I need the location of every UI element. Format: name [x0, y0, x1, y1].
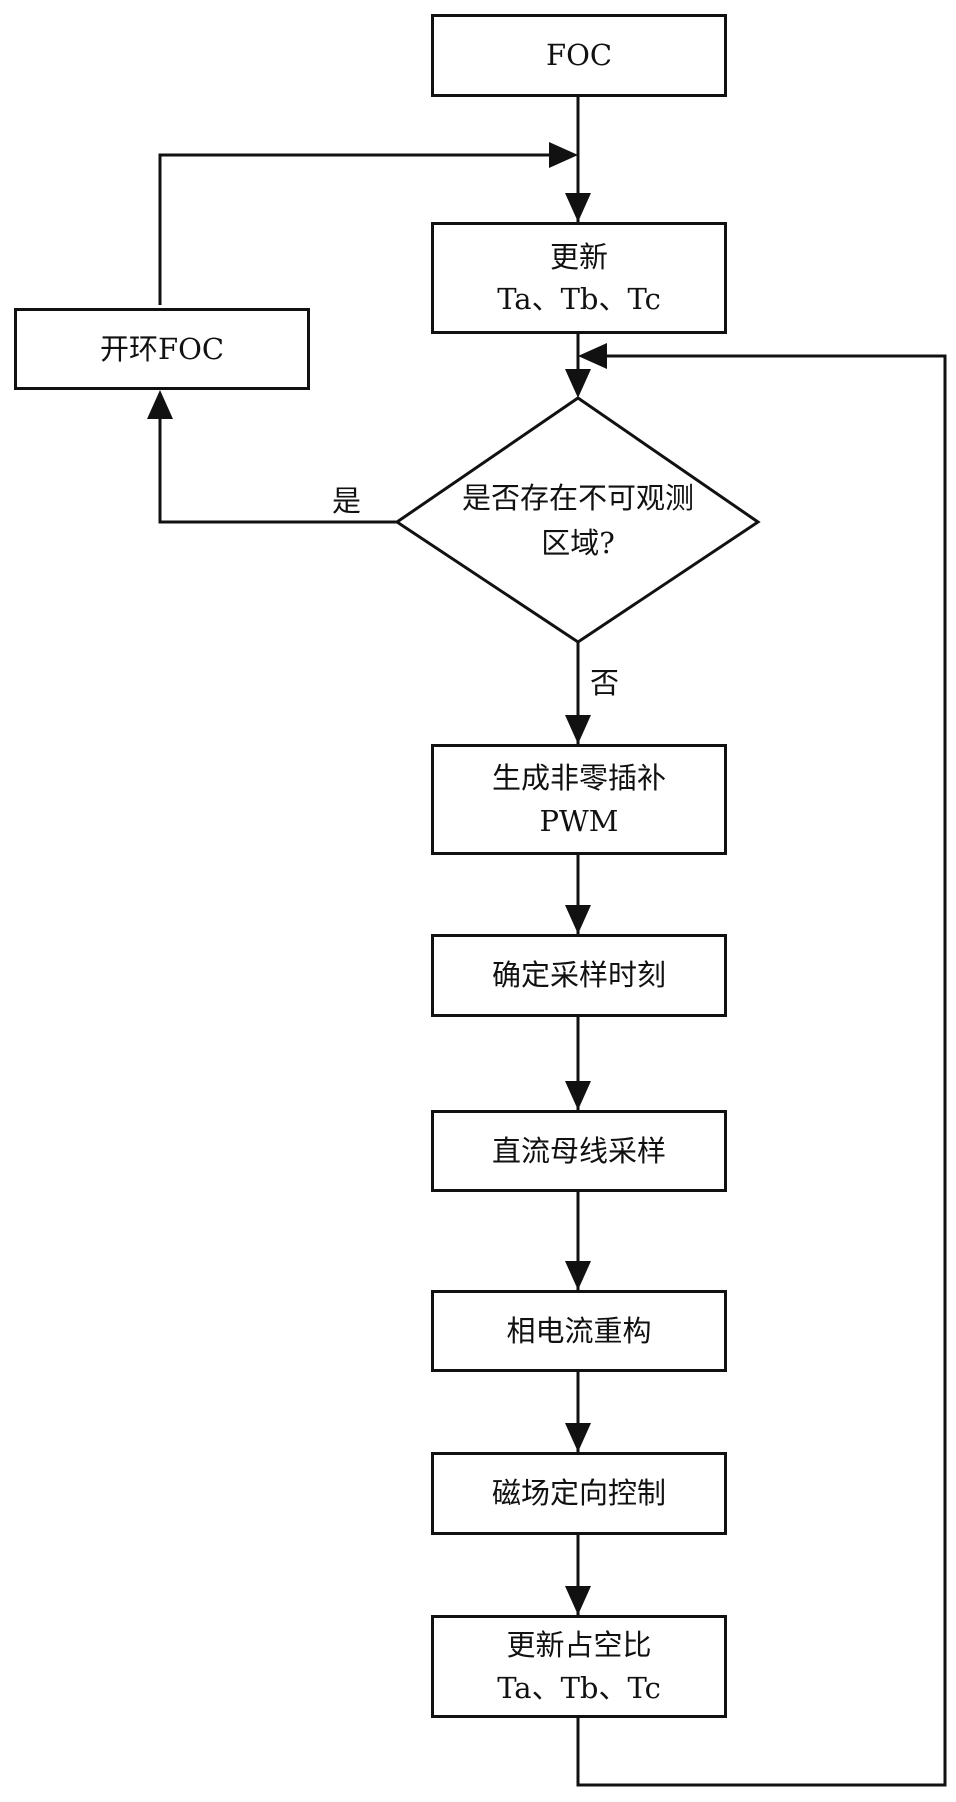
node-update-duty-cycle: 更新占空比 Ta、Tb、Tc: [431, 1615, 727, 1718]
node-update-line2: Ta、Tb、Tc: [497, 282, 661, 316]
decision-text: 是否存在不可观测 区域?: [418, 476, 738, 566]
arrowhead-into-openloop: [147, 390, 173, 419]
edge-openloop-back-to-main: [158, 153, 558, 305]
node-open-loop-foc-text: 开环FOC: [99, 331, 225, 366]
arrowhead-into-pwm: [565, 715, 591, 744]
arrowhead-openloop-merge: [549, 142, 578, 168]
arrowhead-into-dcbus: [565, 1081, 591, 1110]
node-sample-time: 确定采样时刻: [431, 934, 727, 1017]
arrowhead-into-reconstruct: [565, 1261, 591, 1290]
node-field-oriented-control: 磁场定向控制: [431, 1452, 727, 1535]
node-generate-pwm-line2: PWM: [539, 803, 619, 838]
node-sample-time-text: 确定采样时刻: [491, 958, 666, 993]
node-generate-pwm-line1: 生成非零插补: [491, 761, 666, 796]
node-generate-pwm: 生成非零插补 PWM: [431, 744, 727, 855]
node-dc-bus-sampling-text: 直流母线采样: [491, 1133, 666, 1168]
label-yes: 是: [332, 484, 362, 518]
node-update-duty-cycle-line1: 更新占空比: [506, 1628, 652, 1663]
edge-decision-yes-to-openloop: [158, 400, 397, 524]
decision-text-line2: 区域?: [541, 525, 615, 560]
node-foc: FOC: [431, 14, 727, 97]
node-phase-current-reconstruct: 相电流重构: [431, 1290, 727, 1372]
node-update-duty-cycle-line2: Ta、Tb、Tc: [497, 1670, 661, 1705]
node-dc-bus-sampling: 直流母线采样: [431, 1110, 727, 1192]
arrowhead-into-updateduty: [565, 1586, 591, 1615]
decision-diamond: [394, 396, 761, 644]
edge-updateduty-loop-back: [576, 354, 947, 1787]
node-phase-current-reconstruct-text: 相电流重构: [506, 1313, 652, 1348]
node-open-loop-foc: 开环FOC: [14, 308, 310, 390]
arrowhead-into-sample: [565, 905, 591, 934]
arrowhead-loop-return: [578, 343, 607, 369]
arrowhead-into-update: [565, 193, 591, 222]
arrowhead-into-decision: [565, 369, 591, 398]
arrowhead-into-foccontrol: [565, 1423, 591, 1452]
node-foc-text: FOC: [545, 38, 613, 73]
decision-text-line1: 是否存在不可观测: [461, 481, 694, 515]
node-update-line1: 更新: [549, 239, 608, 274]
node-update: 更新 Ta、Tb、Tc: [431, 222, 727, 334]
node-field-oriented-control-text: 磁场定向控制: [491, 1476, 666, 1511]
label-no: 否: [590, 666, 620, 700]
